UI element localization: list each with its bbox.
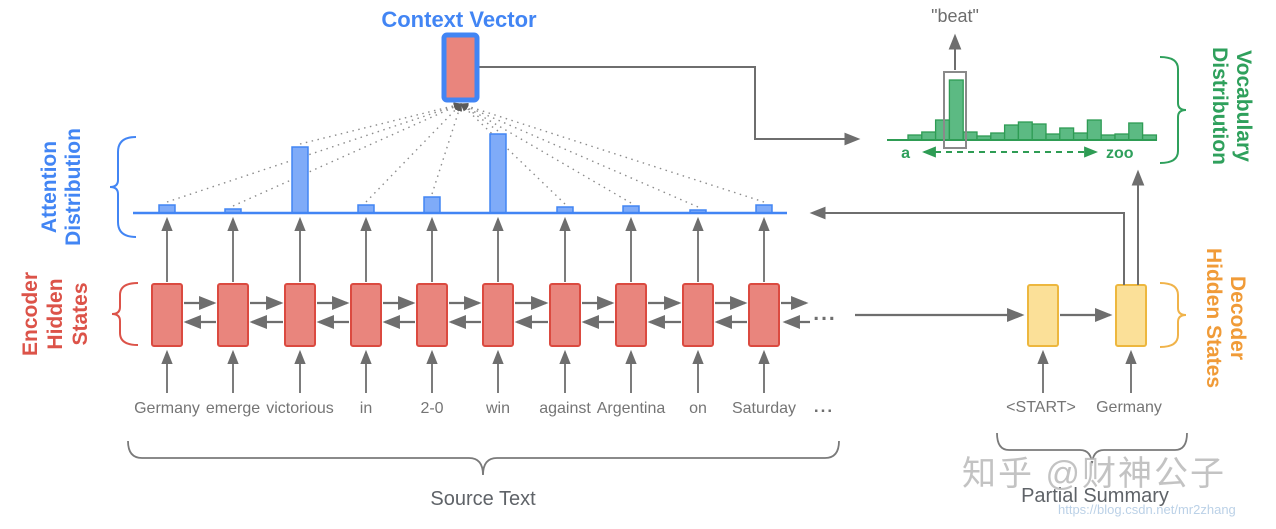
predicted-word-label: "beat" [931, 6, 979, 26]
attention-dotted-line [166, 103, 463, 203]
encoder-hidden-state-rect [682, 283, 714, 347]
svg-text:States: States [69, 282, 92, 345]
source-words-ellipsis: ... [814, 397, 834, 416]
vocab-bar [1059, 127, 1075, 141]
attention-dotted-line [460, 103, 566, 205]
source-word: emerge [206, 400, 260, 417]
encoder-hidden-states-label: Encoder Hidden States [19, 272, 92, 356]
source-word: victorious [266, 400, 334, 417]
attention-dotted-line [459, 103, 699, 208]
source-word: Germany [134, 400, 200, 417]
vocab-bar [1031, 123, 1047, 141]
vocab-bar [1017, 121, 1033, 141]
vocab-bar [1086, 119, 1102, 141]
vocab-bar [948, 79, 964, 141]
vocab-bar [1072, 132, 1089, 141]
encoder-hidden-state-rect [615, 283, 647, 347]
watermark-url: https://blog.csdn.net/mr2zhang [1058, 502, 1236, 517]
decoder-hidden-state-rect [1027, 284, 1059, 347]
context-vector-label: Context Vector [381, 7, 537, 32]
source-word: Argentina [597, 400, 666, 417]
source-word: on [689, 400, 707, 417]
decoder-word: <START> [1006, 399, 1076, 416]
source-word: Saturday [732, 400, 796, 417]
encoder-hidden-state-rect [284, 283, 316, 347]
attention-dotted-line [431, 102, 463, 195]
encoder-ellipsis: ... [813, 302, 837, 325]
source-text-label: Source Text [430, 488, 536, 510]
source-word: in [360, 400, 372, 417]
encoder-hidden-state-rect [549, 283, 581, 347]
svg-text:Encoder: Encoder [19, 272, 42, 356]
attention-dotted-line [299, 102, 463, 145]
attention-bar [489, 133, 507, 214]
source-word: against [539, 400, 591, 417]
partial-summary-brace [996, 432, 1188, 467]
encoder-hidden-state-rect [416, 283, 448, 347]
vocab-bar [1003, 124, 1020, 141]
decoder-word: Germany [1096, 399, 1162, 416]
attention-distribution-label: Attention Distribution [38, 128, 85, 246]
attention-dotted-line [459, 103, 632, 204]
attention-dotted-line [232, 103, 463, 207]
encoder-hidden-state-rect [217, 283, 249, 347]
svg-text:Distribution: Distribution [62, 128, 85, 246]
vocabulary-brace [1159, 56, 1187, 164]
attention-bar [291, 146, 309, 214]
attention-fan-dotted-lines [166, 102, 765, 208]
encoder-hidden-state-rect [350, 283, 382, 347]
attention-brace [109, 136, 137, 238]
decoder-hidden-state-rect [1115, 284, 1147, 347]
svg-text:Attention: Attention [38, 141, 61, 233]
vocab-bar [934, 119, 951, 141]
encoder-brace [111, 282, 139, 346]
svg-text:Distribution: Distribution [1208, 47, 1231, 165]
source-text-brace [127, 440, 840, 476]
attention-dotted-line [365, 103, 462, 203]
encoder-hidden-state-rect [748, 283, 780, 347]
svg-text:Hidden: Hidden [44, 278, 67, 349]
decoder-to-attention-arrow [809, 206, 1125, 285]
decoder-hidden-states-label: Decoder Hidden States [1202, 248, 1249, 388]
vocab-bar [921, 131, 937, 141]
vocabulary-distribution-label: Vocabulary Distribution [1208, 47, 1255, 165]
svg-text:Vocabulary: Vocabulary [1232, 50, 1255, 162]
source-word: 2-0 [420, 400, 443, 417]
vocab-bar [1128, 122, 1144, 141]
context-vector-rect [441, 32, 480, 103]
vocab-axis-end-label: zoo [1106, 145, 1134, 162]
decoder-brace [1159, 282, 1187, 348]
beat-highlight-box [943, 71, 967, 149]
svg-text:Decoder: Decoder [1226, 276, 1249, 360]
partial-summary-label: Partial Summary [1021, 485, 1169, 507]
source-word: win [485, 400, 510, 417]
watermark-zhihu: 知乎 @财神公子 [962, 455, 1226, 493]
attention-dotted-line [459, 103, 499, 132]
attention-dotted-line [459, 103, 765, 203]
vocab-axis-start-label: a [901, 145, 910, 162]
svg-text:Hidden States: Hidden States [1202, 248, 1225, 388]
encoder-hidden-state-rect [151, 283, 183, 347]
attention-bar [423, 196, 441, 214]
generated-diagram-elements: Germany emerge victorious in 2-0 win against Ar… [134, 79, 1162, 417]
vocab-bar [990, 132, 1006, 141]
encoder-hidden-state-rect [482, 283, 514, 347]
context-to-vocab-connector [478, 66, 861, 146]
